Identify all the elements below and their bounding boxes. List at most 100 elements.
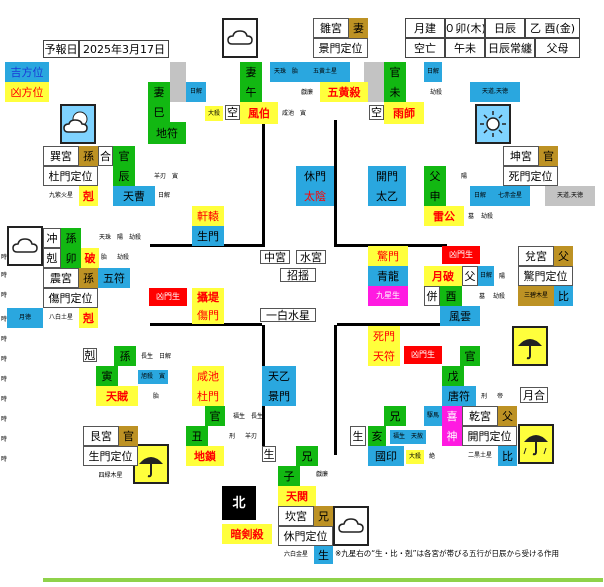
grid-line [150,323,262,326]
chart-cell: 長生 [140,353,153,360]
grid-line [337,244,447,247]
chart-cell: 日解 [478,266,494,286]
chart-cell: 三碧木星 [518,286,554,306]
chart-cell: 咸池 [192,366,224,386]
cloud-icon [7,226,43,266]
chart-cell: 孫 [114,346,136,366]
month-build-value: ０卯(木) [445,18,485,38]
chart-cell: 月合 [520,387,548,403]
chart-cell: 傷門定位 [43,288,98,308]
chart-cell: 日解 [157,191,170,199]
footnote: ※九星右の“生・比・剋”は各宮が帯びる五行が日辰から受ける作用 [335,549,560,559]
chart-cell: 中宮 [260,250,290,264]
chart-cell: 太陰 [296,186,334,206]
chart-cell: 開門 [368,166,406,186]
chart-cell: 寅 [156,370,168,384]
chart-cell: 空 [225,105,240,120]
chart-cell: 戯廉 [300,88,313,96]
chart-cell: 劫殺 [128,233,141,241]
chart-cell: 時 [0,416,7,423]
grid-line [334,120,337,247]
chart-cell: 官 [384,62,406,82]
chart-cell: 神 [442,426,462,446]
chart-cell: 時 [0,456,7,463]
chart-cell: 傷門 [192,306,224,324]
chart-cell: 戯廉 [315,471,328,478]
chart-cell: 時 [0,254,7,261]
chart-cell: 刑 [480,393,487,400]
chart-cell: 旭殺 [138,370,156,384]
chart-cell: 亥 [368,426,386,446]
umbrella-icon [133,444,169,484]
chart-cell: 官 [119,426,138,446]
chart-cell: 六白金星 [283,551,308,558]
chart-cell: 杜門定位 [43,166,98,186]
chart-cell: 寅 [171,173,178,180]
chart-cell: 生 [262,446,276,462]
chart-cell: 妻 [349,18,368,38]
chart-cell: 妻 [148,82,170,102]
umbrella-icon [518,424,554,464]
chart-cell: 巽宮 [43,146,79,166]
chart-cell: 休門 [296,166,334,186]
chart-cell: 時 [0,316,7,323]
umbrella-icon [512,326,548,366]
cloud-icon [222,18,258,58]
chart-cell: 寅 [299,109,306,117]
chart-cell: 開門定位 [462,426,517,446]
chart-cell: 坎宮 [278,506,314,526]
day-constant-value: 父母 [535,38,580,58]
chart-cell: 招揺 [280,268,316,282]
chart-cell: 雷公 [424,206,464,226]
chart-cell: 驚門 [368,246,408,266]
chart-cell: 兌宮 [518,246,554,266]
chart-cell: 劫殺 [480,213,493,220]
chart-cell: 吉方位 [5,62,49,82]
chart-cell: 天赦 [408,430,426,444]
chart-cell: 絶 [428,453,435,460]
chart-cell: 日解 [158,353,171,360]
chart-cell: 孫 [79,146,98,166]
chart-cell: 天珠 [270,62,290,82]
chart-cell: 時 [0,272,7,279]
chart-cell: 生 [314,546,333,564]
chart-cell: 刑 [228,433,235,440]
chart-cell: 天道,天徳 [470,82,520,102]
chart-cell: 九紫火星 [48,192,73,199]
chart-cell: 破 [81,248,99,268]
chart-cell: 冲 [43,228,61,248]
chart-cell: 剋 [79,308,98,328]
chart-cell: 生門定位 [83,446,138,466]
chart-cell: 墓 [478,293,485,300]
chart-cell: 官 [113,146,135,166]
chart-cell: 天関 [278,486,316,506]
gray-block [364,62,384,102]
chart-cell: 妻 [240,62,262,82]
chart-cell: 死門 [368,326,400,346]
chart-cell: 官 [460,346,480,366]
chart-cell: 帝 [496,393,503,400]
day-constant-label: 日辰常纏 [485,38,535,58]
footer-rule [43,578,603,582]
chart-cell: 午 [240,82,262,102]
chart-cell: 孫 [79,268,98,288]
chart-cell: 時 [0,292,7,299]
chart-cell: 震宮 [43,268,79,288]
chart-cell: 月破 [424,266,462,286]
chart-cell: 剋 [79,186,98,206]
chart-cell: 官 [539,146,558,166]
grid-line [262,120,265,247]
chart-cell: 天乙 [262,366,296,386]
chart-cell: 太乙 [368,186,406,206]
chart-cell: 胎 [152,393,159,400]
grid-line [334,325,337,455]
chart-cell: 墓 [467,213,474,220]
chart-cell: 福生 [390,430,408,444]
chart-cell: 剋 [83,348,97,362]
chart-cell: 艮宮 [83,426,119,446]
chart-cell: 父 [554,246,573,266]
chart-cell: 坤宮 [503,146,539,166]
chart-cell: 戊 [442,366,464,386]
chart-cell: 雛宮 [313,18,349,38]
chart-cell: 寅 [96,366,118,386]
